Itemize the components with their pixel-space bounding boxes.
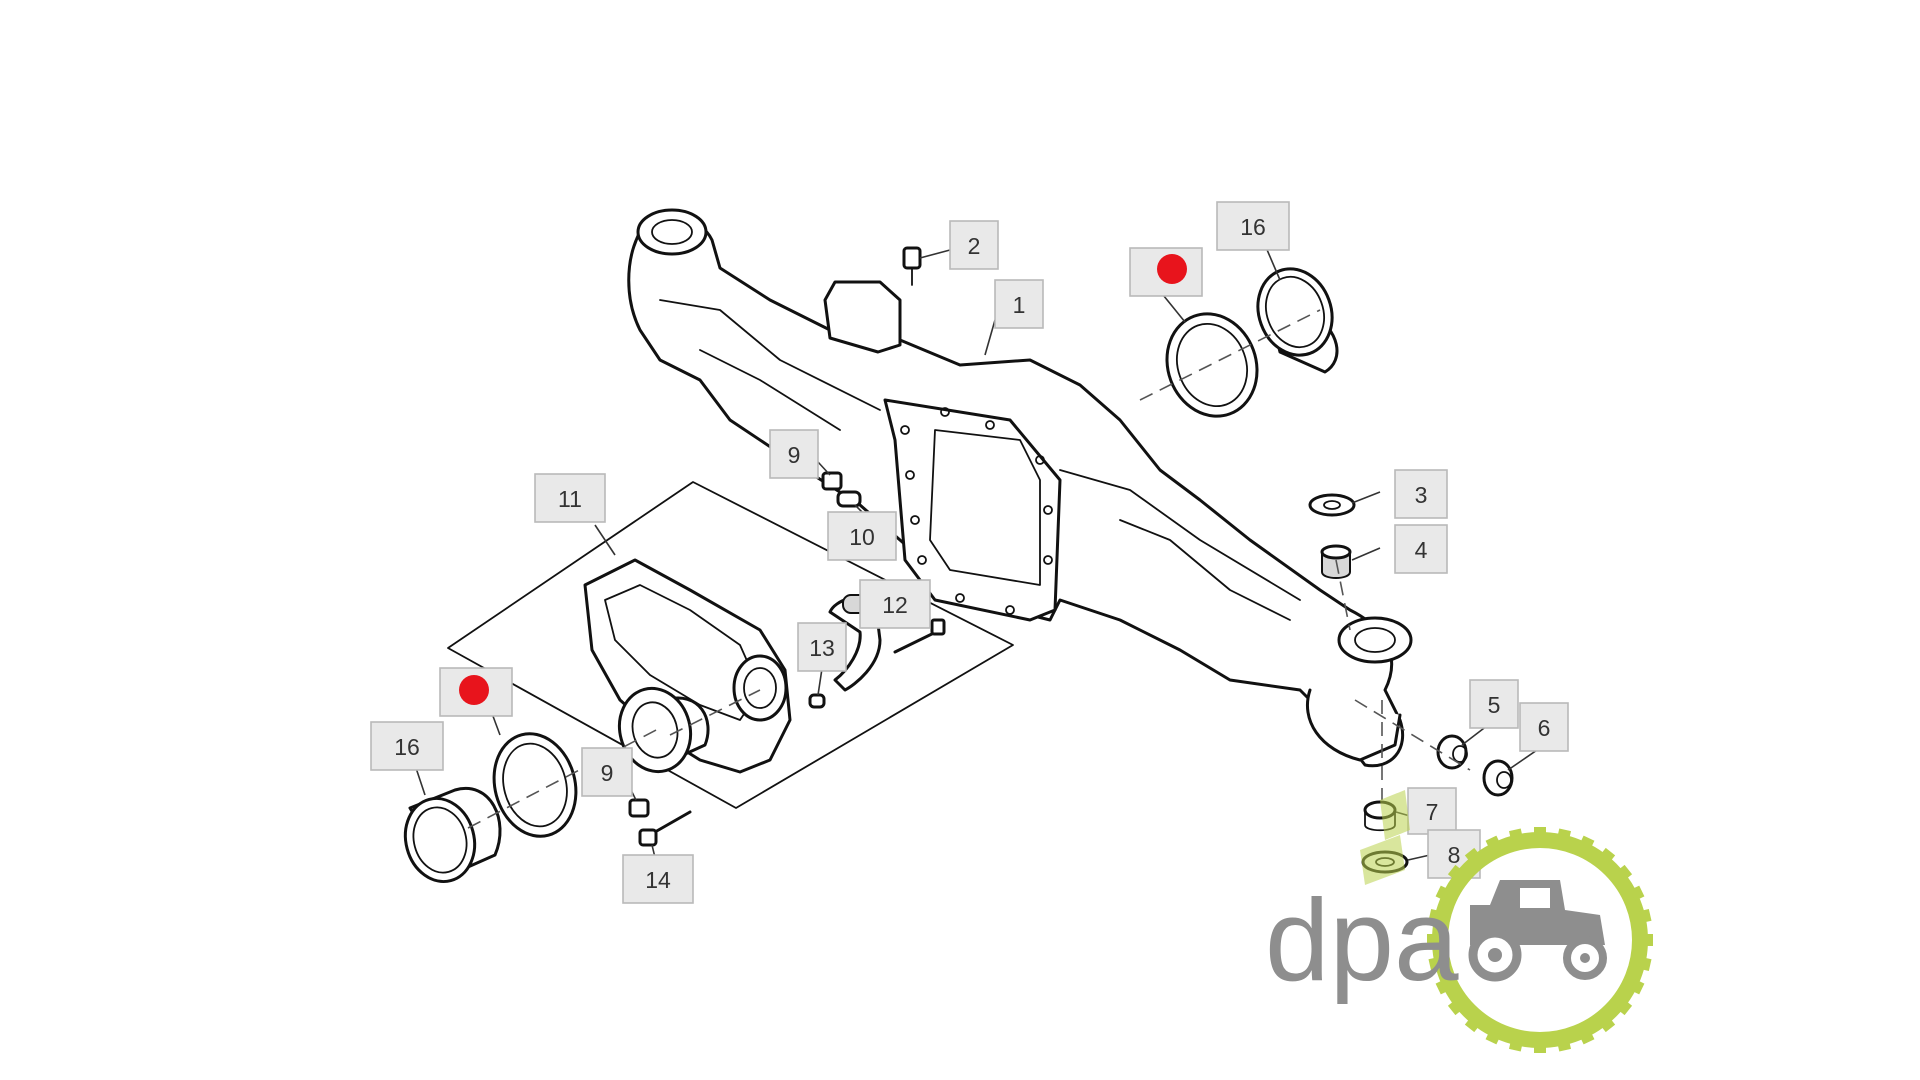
tractor-icon: [1468, 880, 1607, 982]
svg-text:12: 12: [882, 592, 908, 618]
gear-tooth: [1534, 1043, 1546, 1053]
highlight-marker-right: [1129, 247, 1203, 297]
gear-tooth: [1435, 885, 1450, 901]
wheat-icon: [1360, 790, 1410, 885]
dowel-pin: [836, 490, 862, 508]
gear-tooth: [1599, 847, 1616, 864]
callout-16-left: 16: [370, 721, 444, 771]
differential-carrier: [583, 558, 792, 774]
svg-text:13: 13: [809, 635, 835, 661]
svg-text:10: 10: [849, 524, 875, 550]
gear-tooth: [1485, 1030, 1501, 1045]
svg-text:14: 14: [645, 867, 671, 893]
gear-tooth: [1616, 864, 1633, 881]
svg-text:6: 6: [1538, 715, 1551, 741]
gear-tooth: [1464, 1016, 1481, 1033]
gear-tooth: [1427, 934, 1437, 946]
gear-tooth: [1579, 1030, 1595, 1045]
bolt-14: [638, 810, 692, 847]
seal-ring-left: [492, 732, 578, 838]
svg-text:16: 16: [394, 734, 420, 760]
svg-text:7: 7: [1426, 799, 1439, 825]
callout-13: 13: [797, 622, 847, 672]
gear-tooth: [1447, 864, 1464, 881]
gear-tooth: [1616, 999, 1633, 1016]
gear-tooth: [1509, 828, 1523, 841]
gear-tooth: [1630, 885, 1645, 901]
callout-2: 2: [949, 220, 999, 270]
gear-tooth: [1509, 1039, 1523, 1052]
bearing-cup-right: [1256, 267, 1339, 374]
svg-text:2: 2: [968, 233, 981, 259]
gear-tooth: [1435, 979, 1450, 995]
callout-6: 6: [1519, 702, 1569, 752]
svg-text:16: 16: [1240, 214, 1266, 240]
callout-12: 12: [859, 579, 931, 629]
svg-text:9: 9: [601, 760, 614, 786]
svg-text:4: 4: [1415, 537, 1428, 563]
nut-lower: [628, 798, 650, 818]
callout-9-upper: 9: [769, 429, 819, 479]
gear-tooth: [1428, 957, 1441, 971]
callouts: 1 2 3 4 5 6 7 8: [370, 201, 1569, 904]
callout-5: 5: [1469, 679, 1519, 729]
gear-tooth: [1639, 909, 1652, 923]
bushing-upper: [1320, 544, 1352, 579]
gear-tooth: [1447, 999, 1464, 1016]
highlight-markers: [439, 247, 1203, 717]
gear-tooth: [1599, 1016, 1616, 1033]
logo-text: dpa: [1265, 875, 1459, 1005]
svg-text:9: 9: [788, 442, 801, 468]
callout-4: 4: [1394, 524, 1448, 574]
nut-upper: [821, 471, 843, 491]
axle-housing: [627, 208, 1413, 768]
gear-tooth: [1557, 828, 1571, 841]
bushing-6: [1482, 759, 1514, 797]
seal-ring-right: [1165, 312, 1259, 418]
gear-tooth: [1630, 979, 1645, 995]
gear-tooth: [1639, 957, 1652, 971]
gear-tooth: [1428, 909, 1441, 923]
bushing-5: [1436, 734, 1468, 770]
center-lines: [467, 309, 1471, 829]
bearing-cup-left: [403, 786, 502, 884]
flange-bolt-holes: [900, 407, 1053, 615]
gear-tooth: [1485, 835, 1501, 850]
cap-bolt: [893, 618, 946, 654]
highlight-marker-left: [439, 667, 513, 717]
callout-3: 3: [1394, 469, 1448, 519]
callout-10: 10: [827, 511, 897, 561]
gear-ring-icon: [1427, 827, 1653, 1053]
callout-14: 14: [622, 854, 694, 904]
gear-tooth: [1464, 847, 1481, 864]
gear-tooth: [1534, 827, 1546, 837]
callout-9-lower: 9: [581, 747, 633, 797]
dpa-logo: dpa: [1265, 790, 1653, 1053]
svg-text:1: 1: [1013, 292, 1026, 318]
svg-text:5: 5: [1488, 692, 1501, 718]
gear-tooth: [1643, 934, 1653, 946]
gear-tooth: [1579, 835, 1595, 850]
svg-text:11: 11: [558, 486, 582, 512]
gear-tooth: [1557, 1039, 1571, 1052]
callout-16-right: 16: [1216, 201, 1290, 251]
svg-text:3: 3: [1415, 482, 1428, 508]
pin-13: [808, 693, 826, 709]
callout-7: 7: [1407, 787, 1457, 835]
callout-11: 11: [534, 473, 606, 523]
breather-valve: [902, 246, 922, 286]
thrust-washer: [1308, 493, 1356, 517]
svg-text:8: 8: [1448, 842, 1461, 868]
callout-1: 1: [994, 279, 1044, 329]
